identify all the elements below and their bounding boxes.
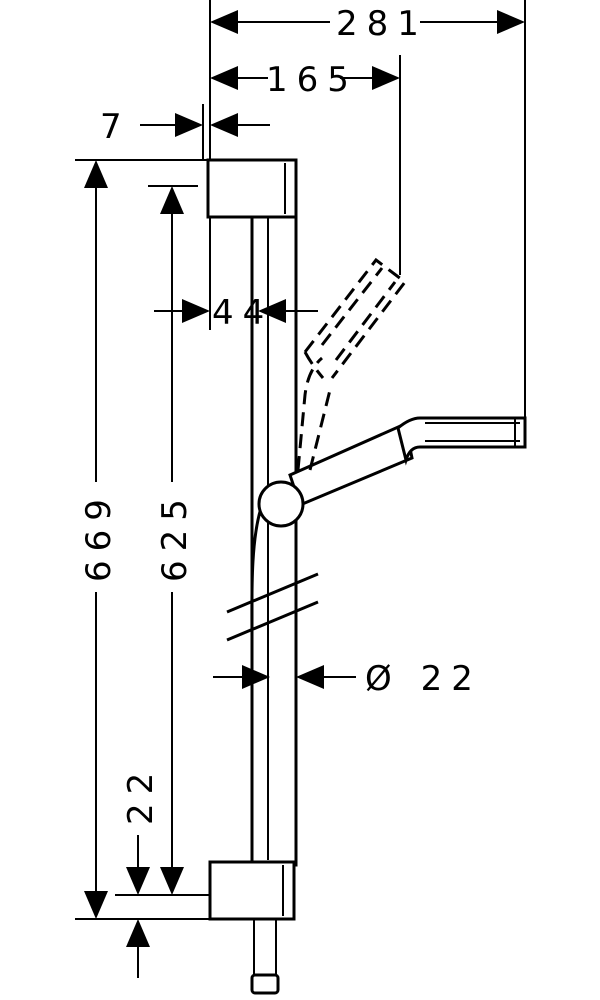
dimension-7-label: 7 (100, 107, 131, 147)
top-wall-bracket (206, 158, 298, 219)
hose-connector (250, 919, 280, 995)
dimension-669: 669 (75, 159, 210, 920)
dimension-diameter-22: Ø 22 (213, 659, 482, 699)
slider-knob (257, 480, 305, 528)
slide-rail (250, 213, 298, 867)
bottom-wall-bracket (208, 860, 296, 921)
dimension-44: 44 (154, 217, 318, 333)
rail-break-symbol (226, 572, 319, 642)
dimension-625: 625 (148, 185, 198, 895)
dimension-669-label: 669 (79, 490, 119, 582)
dimension-44-label: 44 (212, 293, 273, 333)
hand-shower-tilted-position (296, 257, 408, 471)
dimension-7: 7 (100, 104, 270, 160)
dimension-diameter-22-label: Ø 22 (365, 659, 482, 699)
dimension-22-lower-label: 22 (121, 764, 161, 825)
dimension-22-lower: 22 (115, 764, 210, 978)
dimension-165-label: 165 (266, 60, 358, 100)
hand-shower (288, 416, 527, 508)
dimension-281: 281 (209, 0, 526, 418)
dimension-625-label: 625 (155, 490, 195, 582)
dimension-165: 165 (210, 55, 401, 275)
shower-rail-assembly (206, 158, 319, 995)
shower-hose (250, 504, 264, 641)
dimension-281-label: 281 (336, 4, 428, 44)
